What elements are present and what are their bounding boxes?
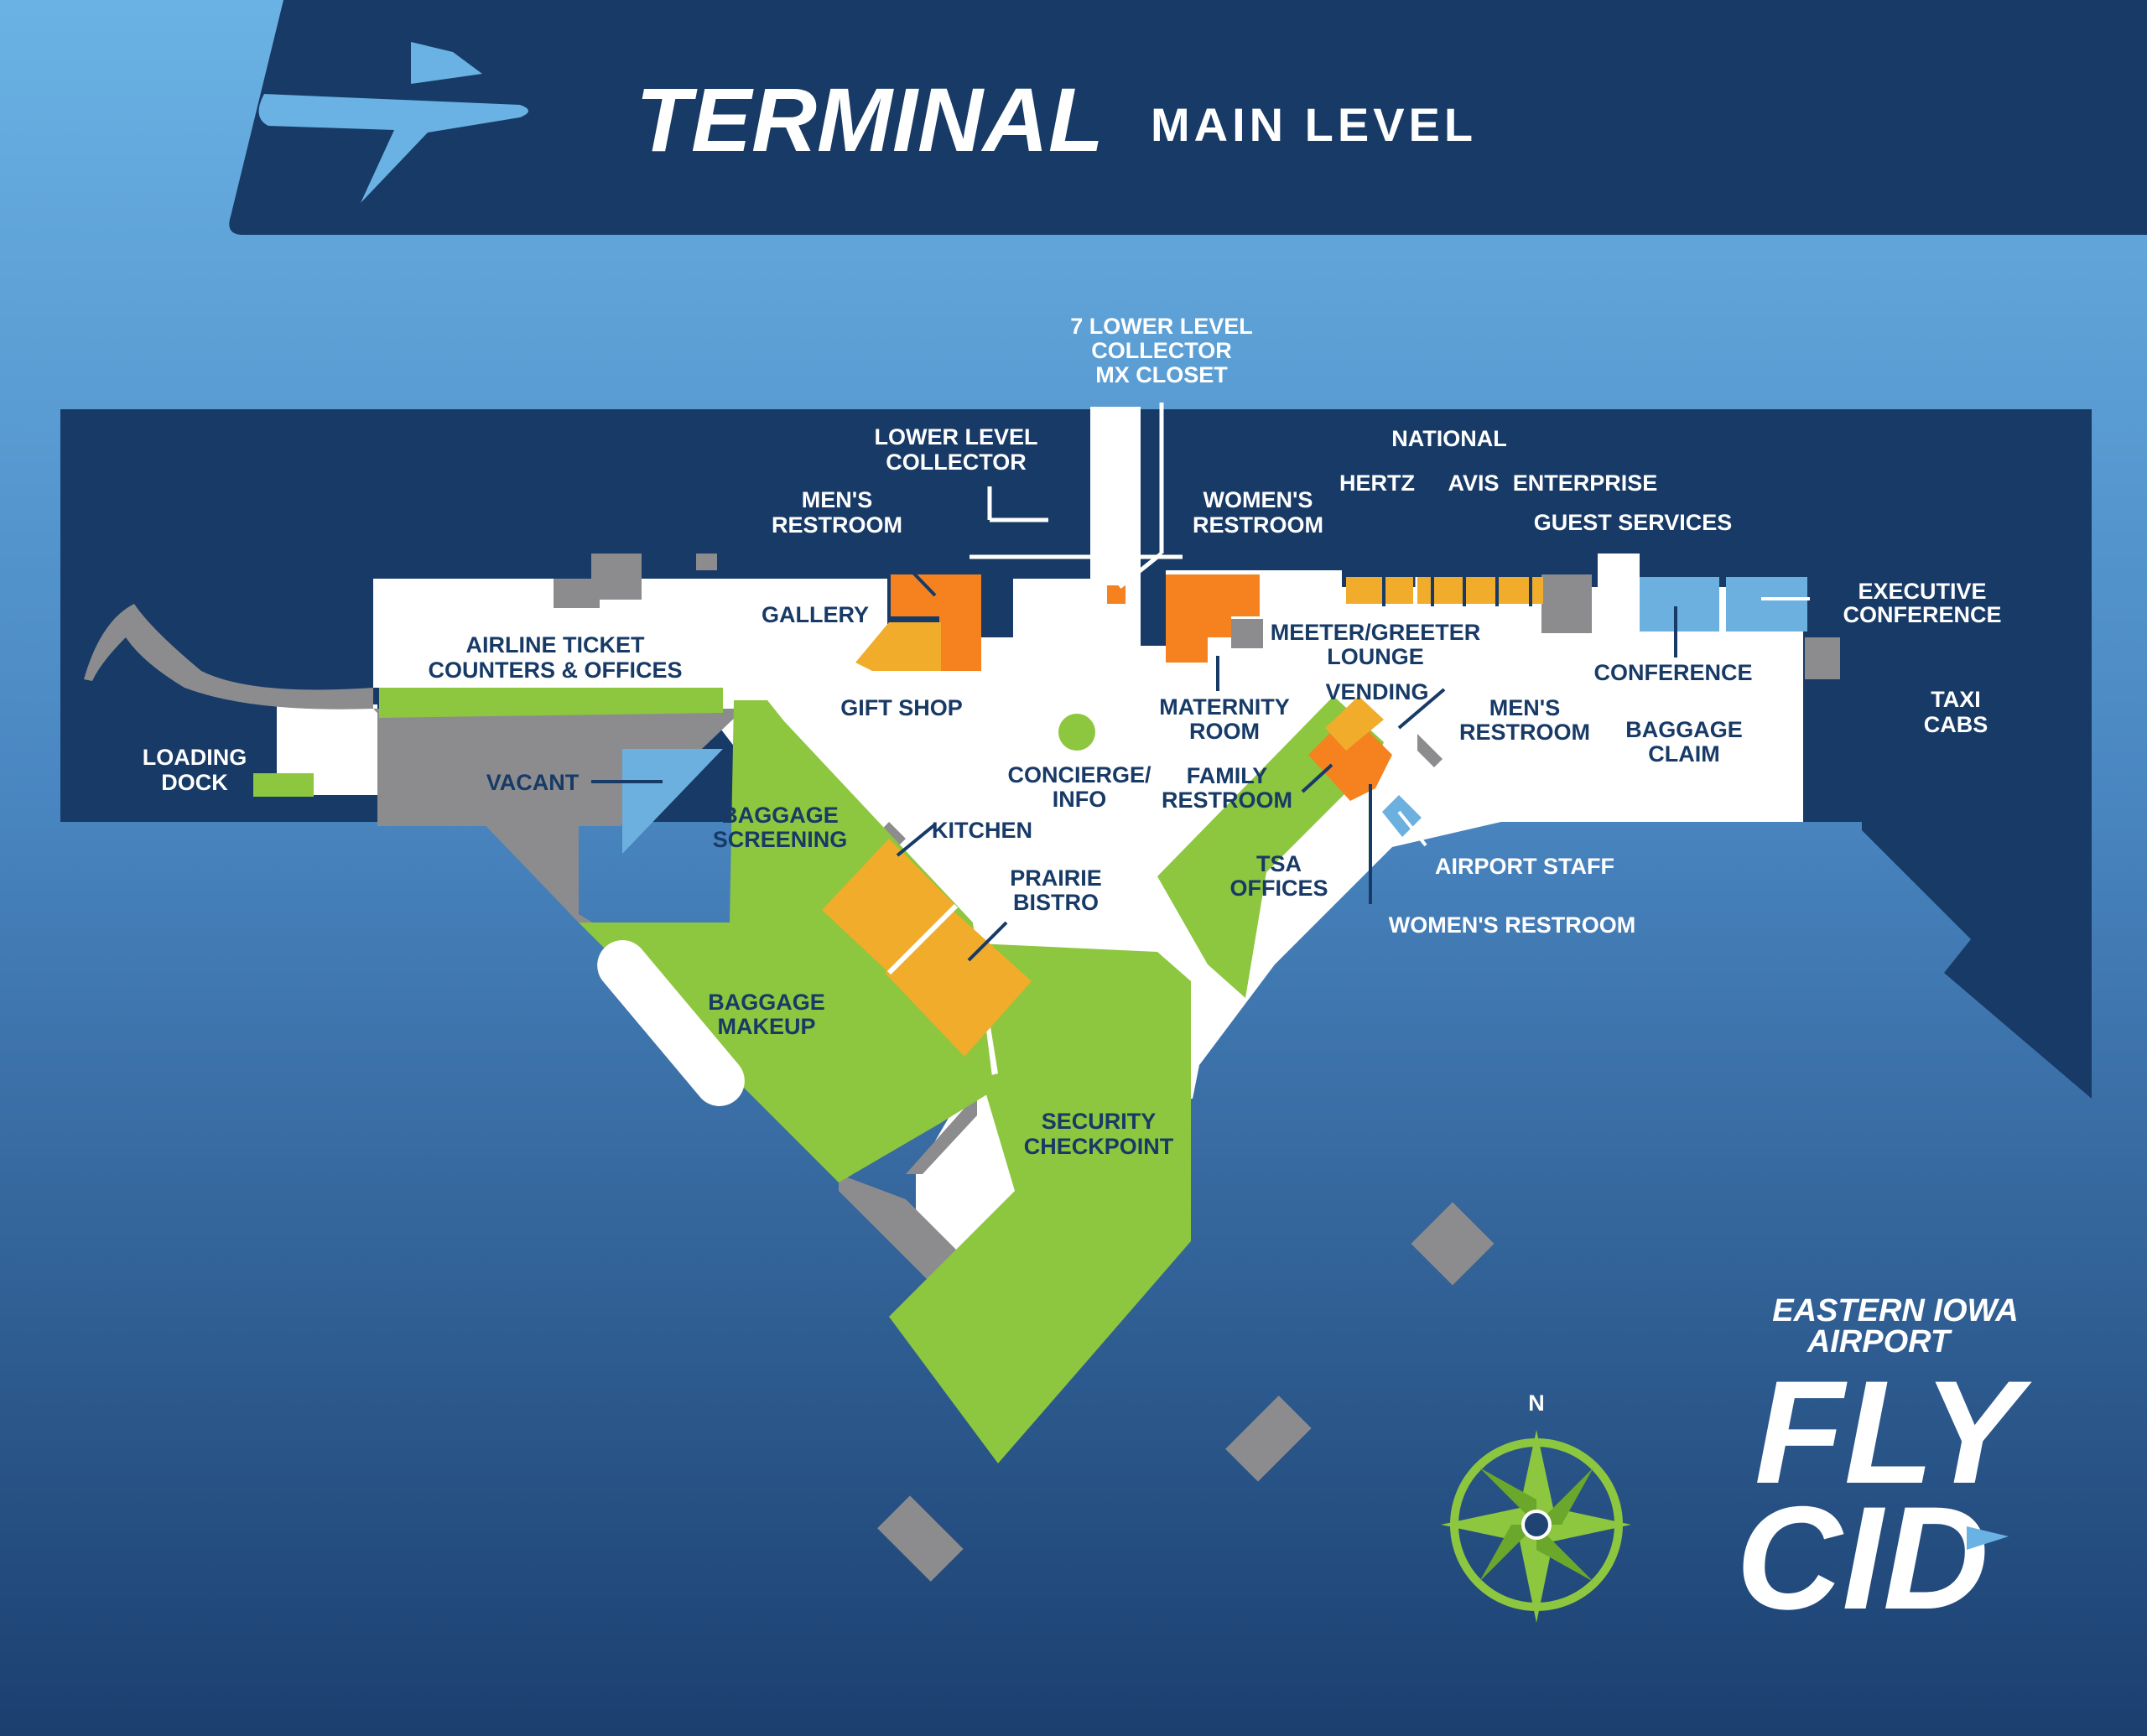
leader-lines-outside [1397, 597, 1810, 847]
collector-markers [970, 403, 1183, 589]
svg-text:BAGGAGE: BAGGAGE [1625, 717, 1743, 742]
label-tsa-offices: TSA OFFICES [1229, 851, 1328, 901]
label-womens-restroom-north: WOMEN'S RESTROOM [1193, 487, 1323, 538]
svg-text:SCREENING: SCREENING [713, 827, 848, 852]
svg-text:MATERNITY: MATERNITY [1159, 694, 1290, 720]
kitchen-divider [886, 903, 959, 975]
label-national: NATIONAL [1391, 426, 1506, 451]
svg-text:SECURITY: SECURITY [1042, 1109, 1157, 1134]
svg-text:MAKEUP: MAKEUP [717, 1014, 815, 1039]
svg-text:CHECKPOINT: CHECKPOINT [1024, 1134, 1174, 1159]
svg-text:RESTROOM: RESTROOM [772, 512, 902, 538]
label-gift-shop: GIFT SHOP [840, 695, 963, 720]
svg-text:OFFICES: OFFICES [1229, 876, 1328, 901]
svg-text:BAGGAGE: BAGGAGE [708, 990, 825, 1015]
label-womens-restroom-east: WOMEN'S RESTROOM [1389, 912, 1635, 938]
label-family-restroom: FAMILY RESTROOM [1162, 763, 1292, 813]
label-meeter-greeter: MEETER/GREETER LOUNGE [1271, 620, 1481, 669]
plane-icon [258, 42, 528, 203]
svg-text:EXECUTIVE: EXECUTIVE [1858, 579, 1986, 604]
label-kitchen: KITCHEN [932, 818, 1032, 843]
logo-fly: FLY [1755, 1351, 2032, 1515]
logo-cid: CID [1736, 1477, 1988, 1640]
label-hertz: HERTZ [1339, 470, 1415, 496]
label-loading-dock: LOADING DOCK [143, 745, 247, 795]
leader-lines [591, 501, 1677, 962]
label-lower-level-collector-mx: 7 LOWER LEVEL COLLECTOR MX CLOSET [1070, 314, 1253, 387]
svg-text:INFO: INFO [1053, 787, 1107, 812]
svg-text:DOCK: DOCK [161, 770, 228, 795]
svg-text:7 LOWER LEVEL: 7 LOWER LEVEL [1070, 314, 1253, 339]
label-prairie-bistro: PRAIRIE BISTRO [1010, 865, 1102, 915]
label-baggage-makeup: BAGGAGE MAKEUP [708, 990, 825, 1039]
label-enterprise: ENTERPRISE [1513, 470, 1658, 496]
svg-text:LOADING: LOADING [143, 745, 247, 770]
label-vending: VENDING [1325, 679, 1428, 704]
svg-text:RESTROOM: RESTROOM [1162, 787, 1292, 813]
label-airline-ticket: AIRLINE TICKET COUNTERS & OFFICES [428, 632, 682, 683]
rental-counter-row [1417, 577, 1543, 604]
svg-text:BISTRO: BISTRO [1013, 890, 1099, 915]
label-mens-restroom-east: MEN'S RESTROOM [1459, 695, 1590, 745]
page-subtitle: MAIN LEVEL [1151, 98, 1477, 151]
airport-name-line2: AIRPORT [1806, 1324, 1952, 1359]
svg-text:MEETER/GREETER: MEETER/GREETER [1271, 620, 1481, 645]
loading-ramp [84, 604, 373, 709]
concierge-desk [1058, 714, 1095, 751]
baggage-makeup-carousel [597, 940, 745, 1106]
svg-text:ROOM: ROOM [1189, 719, 1260, 744]
logo-plane-icon [1967, 1526, 2009, 1550]
airport-logo: EASTERN IOWA AIRPORT FLY CID [1736, 1293, 2032, 1640]
svg-text:TAXI: TAXI [1931, 687, 1981, 712]
svg-text:AIRLINE TICKET: AIRLINE TICKET [466, 632, 646, 657]
label-baggage-claim: BAGGAGE CLAIM [1625, 717, 1743, 767]
svg-text:RESTROOM: RESTROOM [1193, 512, 1323, 538]
svg-text:CONFERENCE: CONFERENCE [1843, 602, 2001, 627]
label-maternity-room: MATERNITY ROOM [1159, 694, 1290, 744]
page-title: TERMINAL [636, 69, 1104, 170]
orange-spaces [891, 574, 1392, 801]
label-taxi-cabs: TAXI CABS [1924, 687, 1988, 737]
label-mens-restroom-west: MEN'S RESTROOM [772, 487, 902, 538]
svg-text:MX CLOSET: MX CLOSET [1095, 362, 1228, 387]
label-lower-level-collector: LOWER LEVEL COLLECTOR [875, 424, 1038, 475]
svg-text:LOWER LEVEL: LOWER LEVEL [875, 424, 1038, 450]
svg-text:BAGGAGE: BAGGAGE [721, 803, 839, 828]
label-gallery: GALLERY [762, 602, 869, 627]
svg-text:PRAIRIE: PRAIRIE [1010, 865, 1102, 891]
label-security-checkpoint: SECURITY CHECKPOINT [1024, 1109, 1174, 1159]
svg-text:LOUNGE: LOUNGE [1327, 644, 1424, 669]
label-baggage-screening: BAGGAGE SCREENING [713, 803, 848, 852]
svg-text:RESTROOM: RESTROOM [1459, 720, 1590, 745]
svg-text:COUNTERS & OFFICES: COUNTERS & OFFICES [428, 657, 682, 683]
label-guest-services: GUEST SERVICES [1534, 510, 1733, 535]
label-airport-staff: AIRPORT STAFF [1435, 854, 1614, 879]
svg-text:CONCIERGE/: CONCIERGE/ [1007, 762, 1151, 787]
svg-text:FAMILY: FAMILY [1187, 763, 1268, 788]
compass-north-label: N [1528, 1390, 1545, 1416]
label-conference: CONFERENCE [1593, 660, 1752, 685]
label-concierge: CONCIERGE/ INFO [1007, 762, 1151, 812]
svg-text:MEN'S: MEN'S [802, 487, 872, 512]
compass-rose-icon: N [1441, 1390, 1631, 1623]
airport-name-line1: EASTERN IOWA [1772, 1293, 2018, 1328]
svg-text:COLLECTOR: COLLECTOR [1091, 338, 1232, 363]
svg-text:MEN'S: MEN'S [1489, 695, 1560, 720]
header-banner [229, 0, 2147, 235]
svg-text:CABS: CABS [1924, 712, 1988, 737]
svg-text:COLLECTOR: COLLECTOR [886, 450, 1027, 475]
label-avis: AVIS [1448, 470, 1499, 496]
label-executive-conference: EXECUTIVE CONFERENCE [1843, 579, 2001, 627]
svg-text:TSA: TSA [1256, 851, 1302, 876]
svg-text:WOMEN'S: WOMEN'S [1203, 487, 1313, 512]
svg-text:CLAIM: CLAIM [1648, 741, 1719, 767]
label-vacant: VACANT [486, 770, 580, 795]
